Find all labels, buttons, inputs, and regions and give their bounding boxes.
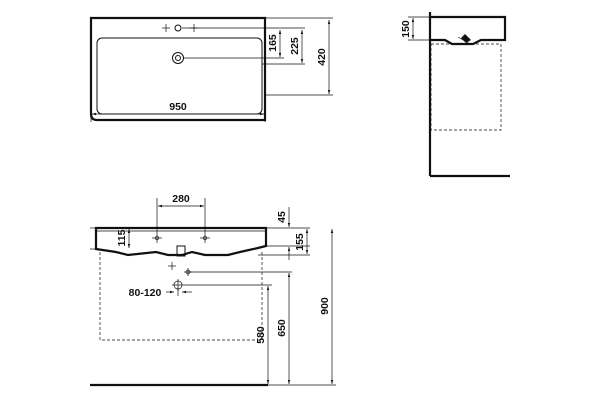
dim-115: 115 [116,229,128,246]
basin-profile-side [430,15,507,46]
tap-hole [174,24,182,32]
dim-280: 280 [172,193,190,205]
basin-outline-top [89,16,267,122]
dim-580: 580 [255,326,267,344]
dim-420: 420 [316,48,328,66]
dim-150: 150 [400,20,412,38]
dim-900: 900 [319,297,331,315]
dim-650: 650 [276,319,288,337]
dim-80-120: 80-120 [129,287,162,299]
top-view: 165 225 420 950 [89,16,333,122]
vanity-outline-side [430,43,502,131]
dim-45: 45 [276,211,288,223]
drain-outer [172,52,184,64]
dim-225: 225 [289,37,301,55]
basin-outline-front [94,226,268,257]
drain-inner [175,55,181,61]
dim-950: 950 [169,101,187,113]
dim-165: 165 [267,34,279,52]
vanity-outline-front [99,252,263,341]
waste-fitting [461,34,471,43]
dim-155: 155 [294,233,306,251]
side-view: 150 [400,12,510,178]
drain-stub [176,245,186,257]
front-view: 280 115 45 155 80-120 580 650 900 [90,193,336,387]
